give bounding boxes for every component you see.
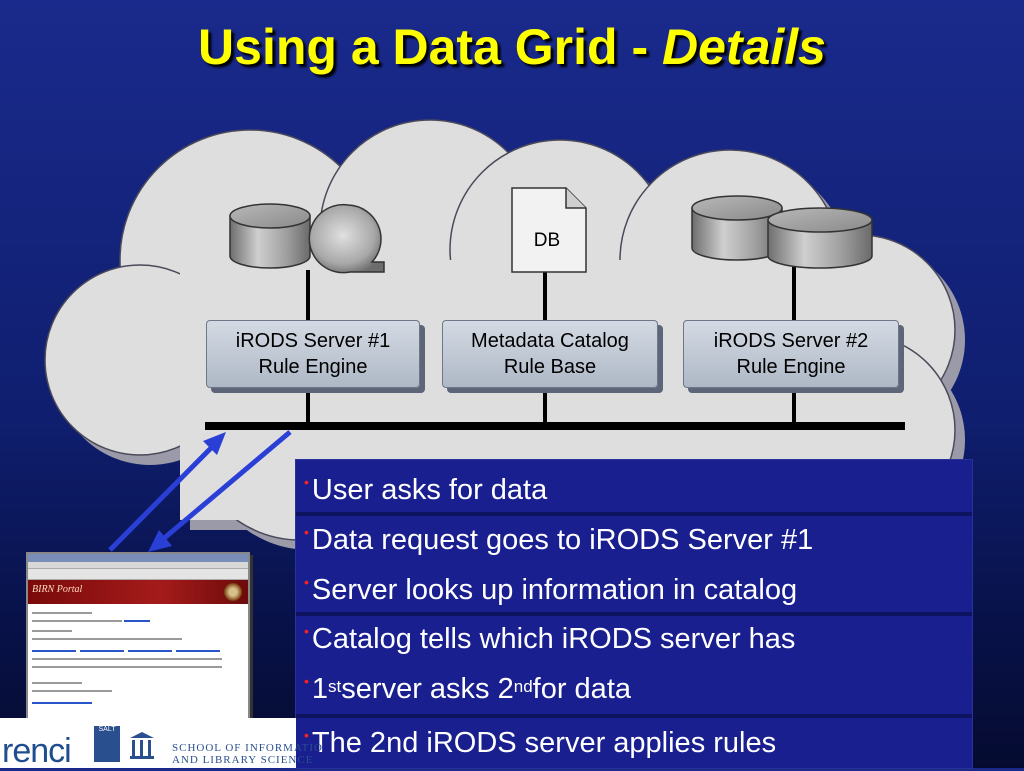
storage-cylinder-front-icon	[767, 207, 873, 269]
bullet-item: •User asks for data	[304, 468, 547, 512]
irods-server-2-box: iRODS Server #2 Rule Engine	[683, 320, 899, 388]
thumbnail-toolbar	[28, 569, 248, 580]
server-2-line1: iRODS Server #2	[713, 330, 869, 352]
bullet-pre: 1	[311, 672, 329, 705]
thumbnail-text-line	[32, 638, 182, 640]
server-1-line1: iRODS Server #1	[235, 330, 391, 352]
bullet-marker: •	[304, 474, 309, 490]
school-line2: AND LIBRARY SCIENCE	[172, 754, 314, 766]
bullet-text: Data request goes to iRODS Server #1	[311, 523, 814, 556]
server-1-line2: Rule Engine	[258, 356, 368, 378]
irods-server-1-box: iRODS Server #1 Rule Engine	[206, 320, 420, 388]
thumbnail-text-line	[32, 690, 112, 692]
bullet-marker: •	[304, 524, 309, 540]
thumbnail-link	[176, 650, 220, 652]
thumbnail-link	[80, 650, 124, 652]
thumbnail-banner: BIRN Portal	[28, 580, 248, 604]
school-logo-text: SCHOOL OF INFORMATIO AND LIBRARY SCIENCE	[172, 742, 323, 766]
school-line1: SCHOOL OF INFORMATIO	[172, 742, 323, 754]
thumbnail-text-line	[32, 682, 82, 684]
server-2-line2: Rule Engine	[736, 356, 846, 378]
thumbnail-link	[32, 702, 92, 704]
thumbnail-portal-text: BIRN Portal	[32, 584, 83, 595]
slide-title: Using a Data Grid - Details	[0, 18, 1024, 76]
bullet-superscript: nd	[513, 677, 533, 696]
title-main-text: Using a Data Grid -	[198, 19, 662, 75]
bullet-item: •Catalog tells which iRODS server has	[304, 617, 795, 661]
thumbnail-menubar	[28, 562, 248, 569]
bullet-post: for data	[532, 672, 631, 705]
columns-logo-icon	[130, 732, 154, 759]
thumbnail-text-line	[32, 658, 222, 660]
bullet-mid: server asks 2	[341, 672, 514, 705]
salt-logo: SALT	[94, 726, 120, 762]
thumbnail-titlebar	[28, 554, 248, 562]
bullet-text: The 2nd iRODS server applies rules	[311, 726, 777, 759]
thumbnail-text-line	[32, 612, 92, 614]
thumbnail-text-line	[32, 630, 72, 632]
bullet-superscript: st	[328, 677, 342, 696]
db-label: DB	[533, 230, 561, 251]
bullet-marker: •	[304, 574, 309, 590]
bullet-text: User asks for data	[311, 473, 548, 506]
bullet-separator	[296, 512, 972, 516]
database-document-icon	[511, 187, 587, 273]
bullet-item: •The 2nd iRODS server applies rules	[304, 721, 776, 765]
bullet-marker: •	[304, 623, 309, 639]
portal-screenshot-thumbnail: BIRN Portal	[26, 552, 250, 742]
bullet-item: •Data request goes to iRODS Server #1	[304, 518, 813, 562]
thumbnail-link	[124, 620, 150, 622]
storage-cylinder-icon	[229, 203, 311, 269]
storage-cylinder-back-icon	[691, 195, 783, 261]
bullet-text: Server looks up information in catalog	[311, 573, 798, 606]
thumbnail-link	[128, 650, 172, 652]
renci-logo: renci	[2, 732, 72, 770]
thumbnail-text-line	[32, 620, 122, 622]
bullet-marker: •	[304, 727, 309, 743]
catalog-line2: Rule Base	[503, 356, 597, 378]
request-arrows	[108, 430, 292, 552]
bullet-item: •Server looks up information in catalog	[304, 568, 797, 612]
thumbnail-link	[32, 650, 76, 652]
catalog-line1: Metadata Catalog	[471, 330, 629, 352]
bullet-marker: •	[304, 673, 309, 689]
bullet-text: Catalog tells which iRODS server has	[311, 622, 796, 655]
bullet-separator	[296, 612, 972, 616]
portal-logo-icon	[224, 583, 242, 601]
footer-logos: renci SALT SCHOOL OF INFORMATIO AND LIBR…	[0, 718, 322, 770]
salt-logo-text: SALT	[98, 726, 116, 733]
bullet-separator	[296, 714, 972, 718]
storage-disc-icon	[308, 203, 385, 274]
title-emphasis-text: Details	[662, 19, 826, 75]
connector-lines	[306, 262, 796, 426]
thumbnail-text-line	[32, 666, 222, 668]
